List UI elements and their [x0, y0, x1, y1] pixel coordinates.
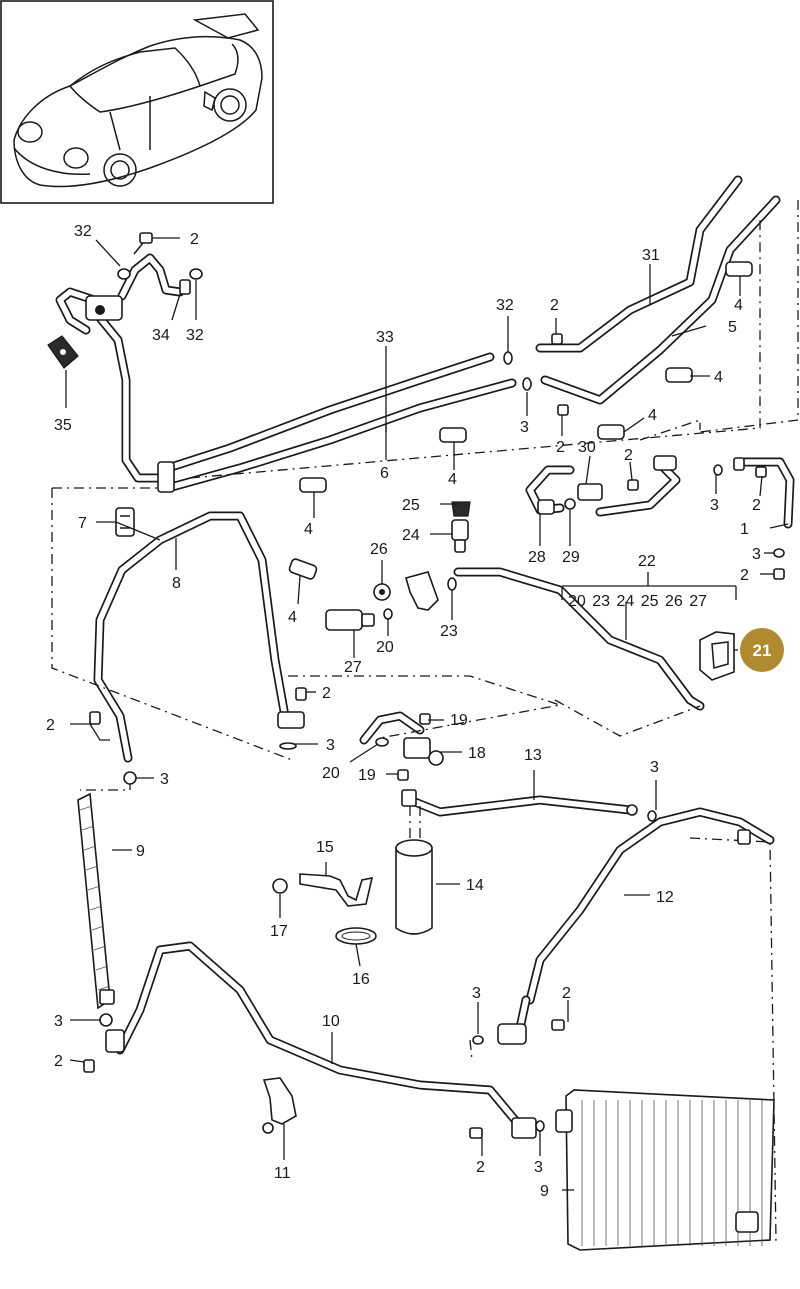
callout-3: 3 [326, 737, 335, 754]
callout-32: 32 [186, 327, 204, 344]
callout-33: 33 [376, 329, 394, 346]
callout-29: 29 [562, 549, 580, 566]
callout-8: 8 [172, 575, 181, 592]
callout-20: 20 [322, 765, 340, 782]
callout-4: 4 [714, 369, 723, 386]
callout-4: 4 [648, 407, 657, 424]
callout-18: 18 [468, 745, 486, 762]
callout-2: 2 [54, 1053, 63, 1070]
callout-9: 9 [540, 1183, 549, 1200]
bracket-11 [262, 1077, 297, 1134]
callout-1: 1 [740, 521, 749, 538]
callout-12: 12 [656, 889, 674, 906]
callout-21-badge: 21 [740, 628, 784, 672]
callout-5: 5 [728, 319, 737, 336]
callout-9: 9 [136, 843, 145, 860]
callout-22: 22 [638, 553, 656, 570]
callout-26: 26 [370, 541, 388, 558]
clip-35 [47, 335, 79, 369]
callout-7: 7 [78, 515, 87, 532]
callout-25: 25 [402, 497, 420, 514]
callout-2: 2 [476, 1159, 485, 1176]
callout-35: 35 [54, 417, 72, 434]
clamp-icons [288, 261, 753, 580]
callout-13: 13 [524, 747, 542, 764]
bolt-icons [83, 232, 785, 1139]
callout-4: 4 [448, 471, 457, 488]
callout-2: 2 [562, 985, 571, 1002]
pressure-switch-27 [325, 609, 375, 631]
callout-6: 6 [380, 465, 389, 482]
callout-31: 31 [642, 247, 660, 264]
callout-2: 2 [556, 439, 565, 456]
callout-30: 30 [578, 439, 596, 456]
callout-28: 28 [528, 549, 546, 566]
kit-22-parts: 20 23 24 25 26 27 [568, 593, 707, 610]
callout-4: 4 [304, 521, 313, 538]
callout-32: 32 [74, 223, 92, 240]
callout-2: 2 [322, 685, 331, 702]
callout-34: 34 [152, 327, 170, 344]
callout-20: 20 [376, 639, 394, 656]
callout-3: 3 [752, 546, 761, 563]
valve-18 [403, 737, 444, 766]
callout-3: 3 [160, 771, 169, 788]
callout-labels: 32 2 34 32 35 33 32 2 31 4 5 4 3 2 4 30 … [46, 223, 761, 1200]
callout-19: 19 [358, 767, 376, 784]
callout-27: 27 [344, 659, 362, 676]
callout-3: 3 [710, 497, 719, 514]
receiver-drier-14 [395, 789, 433, 935]
callout-14: 14 [466, 877, 484, 894]
callout-10: 10 [322, 1013, 340, 1030]
leader-lines [65, 237, 789, 1191]
condenser-left-9 [77, 792, 125, 1053]
callout-3: 3 [54, 1013, 63, 1030]
callout-2: 2 [740, 567, 749, 584]
callout-3: 3 [520, 419, 529, 436]
callout-2: 2 [624, 447, 633, 464]
callout-21: 21 [753, 641, 772, 660]
callout-24: 24 [402, 527, 420, 544]
callout-16: 16 [352, 971, 370, 988]
callout-3: 3 [472, 985, 481, 1002]
assembly-outlines [51, 200, 799, 1241]
callout-3: 3 [650, 759, 659, 776]
callout-32: 32 [496, 297, 514, 314]
callout-3: 3 [534, 1159, 543, 1176]
pipes [55, 175, 795, 1131]
callout-2: 2 [752, 497, 761, 514]
callout-2: 2 [190, 231, 199, 248]
components [47, 232, 785, 1251]
valve-24-25 [451, 501, 471, 553]
condenser-right-9 [555, 1089, 775, 1251]
callout-4: 4 [734, 297, 743, 314]
vehicle-thumbnail [0, 0, 274, 204]
callout-4: 4 [288, 609, 297, 626]
callout-15: 15 [316, 839, 334, 856]
callout-17: 17 [270, 923, 288, 940]
callout-2: 2 [550, 297, 559, 314]
callout-23: 23 [440, 623, 458, 640]
callout-2: 2 [46, 717, 55, 734]
callout-11: 11 [274, 1165, 291, 1182]
callout-19: 19 [450, 712, 468, 729]
